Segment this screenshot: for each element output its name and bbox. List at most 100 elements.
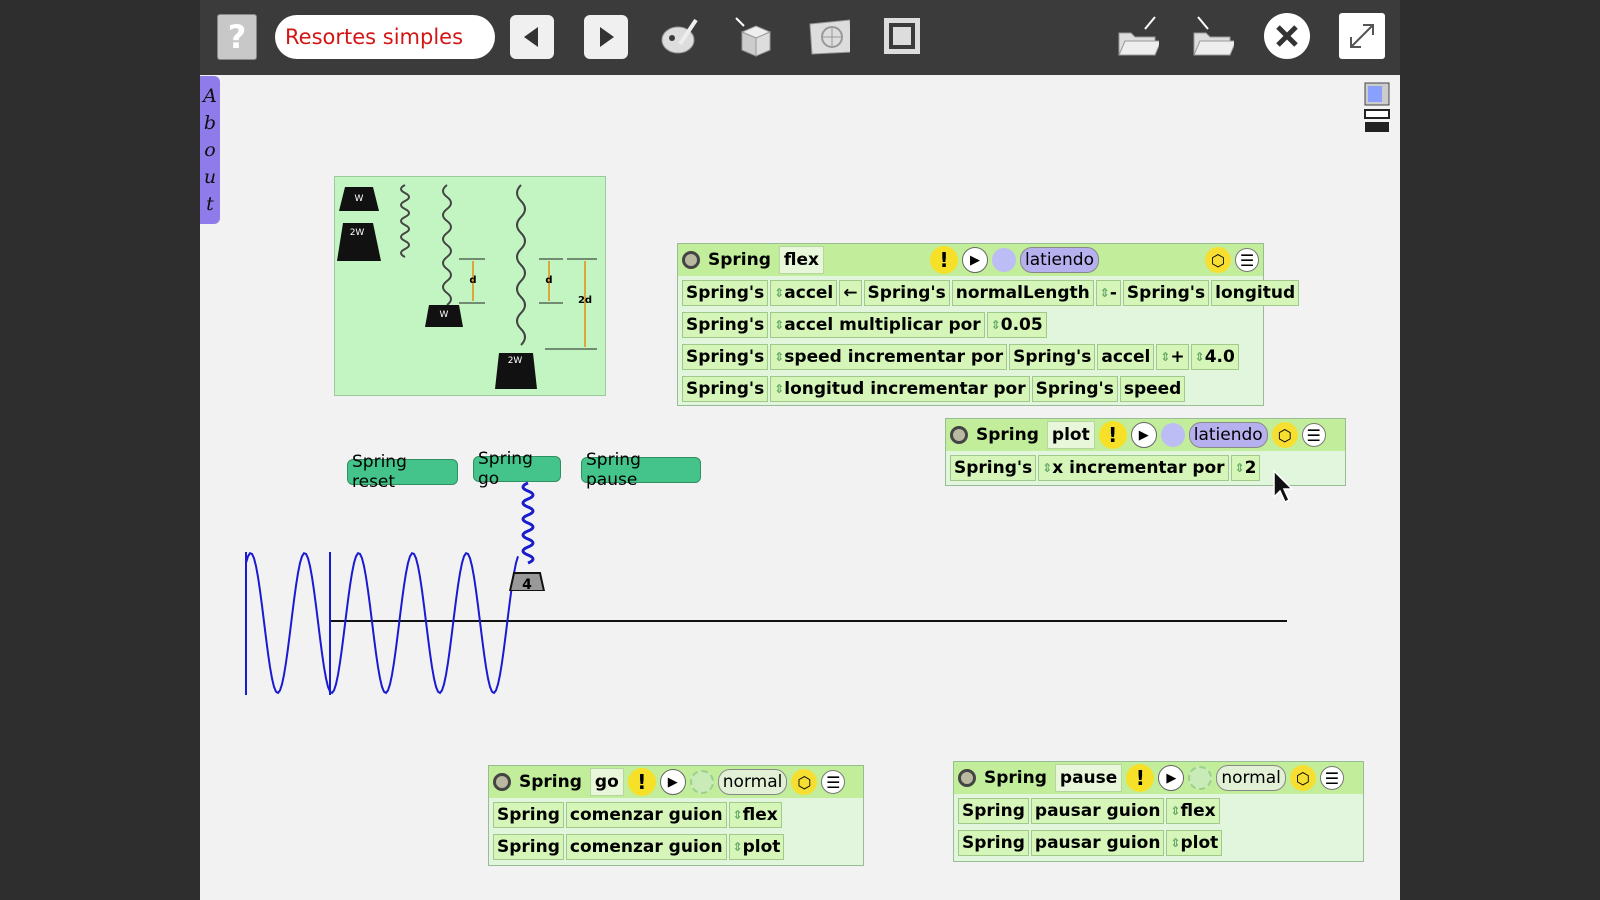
- back-button[interactable]: [510, 15, 554, 59]
- fullscreen-button[interactable]: [880, 14, 924, 58]
- step-icon[interactable]: ▶: [962, 247, 989, 273]
- step-icon[interactable]: ▶: [659, 769, 686, 795]
- tile-object[interactable]: Spring's: [682, 280, 769, 306]
- script-name-field[interactable]: plot: [1046, 421, 1095, 449]
- ticking-status[interactable]: latiendo: [1020, 247, 1099, 273]
- script-plot-header: Spring plot ! ▶ latiendo ⬡ ☰: [946, 419, 1345, 451]
- ticking-status[interactable]: normal: [1216, 765, 1286, 791]
- collapse-circle-icon[interactable]: [682, 251, 700, 269]
- label-2d: 2d: [578, 295, 592, 306]
- tile-object[interactable]: Spring's: [1031, 376, 1118, 402]
- paint-button[interactable]: [658, 14, 702, 58]
- project-title-field[interactable]: Resortes simples: [275, 15, 495, 59]
- clock-icon[interactable]: [1160, 423, 1185, 447]
- spring-weight[interactable]: [508, 572, 546, 591]
- tile-pause-script[interactable]: pausar guion: [1030, 830, 1165, 856]
- pause-row-2: Spring pausar guion ⇕plot: [954, 828, 1363, 858]
- tile-minus[interactable]: ⇕-: [1095, 280, 1121, 306]
- tile-script-choice[interactable]: ⇕flex: [1166, 798, 1220, 824]
- package-icon[interactable]: ⬡: [1271, 422, 1298, 448]
- tile-object[interactable]: Spring's: [682, 376, 769, 402]
- tile-script-choice[interactable]: ⇕flex: [728, 802, 782, 828]
- collapse-circle-icon[interactable]: [493, 773, 511, 791]
- tile-object[interactable]: Spring: [958, 798, 1029, 824]
- clock-icon[interactable]: [1188, 766, 1213, 790]
- collapse-circle-icon[interactable]: [958, 769, 976, 787]
- ticking-status[interactable]: normal: [717, 769, 788, 795]
- script-pause[interactable]: Spring pause ! ▶ normal ⬡ ☰ Spring pausa…: [953, 761, 1364, 862]
- script-name-field[interactable]: flex: [778, 246, 825, 274]
- ticking-status[interactable]: latiendo: [1188, 422, 1268, 448]
- open-folder-icon: [1118, 16, 1159, 56]
- tile-number[interactable]: ⇕0.05: [986, 312, 1047, 338]
- tile-start-script[interactable]: comenzar guion: [565, 834, 727, 860]
- tile-object[interactable]: Spring: [493, 802, 564, 828]
- expand-button[interactable]: [1339, 13, 1385, 59]
- menu-icon[interactable]: ☰: [1301, 423, 1326, 447]
- run-once-icon[interactable]: !: [1126, 764, 1155, 792]
- tile-assign-op[interactable]: ←: [839, 280, 862, 306]
- tile-start-script[interactable]: comenzar guion: [565, 802, 727, 828]
- script-go[interactable]: Spring go ! ▶ normal ⬡ ☰ Spring comenzar…: [488, 765, 864, 866]
- tile-pause-script[interactable]: pausar guion: [1030, 798, 1165, 824]
- tile-longitud-increase[interactable]: ⇕longitud incrementar por: [770, 376, 1030, 402]
- tile-number[interactable]: ⇕4.0: [1190, 344, 1239, 370]
- tile-number[interactable]: ⇕2: [1230, 455, 1261, 481]
- toolbar: ? Resortes simples: [200, 0, 1400, 75]
- open-button[interactable]: [1115, 14, 1159, 58]
- world-canvas[interactable]: W 2W W 2W d d 2d Sprin: [200, 75, 1400, 900]
- spring-object[interactable]: 4: [508, 481, 548, 591]
- clock-icon[interactable]: [689, 770, 714, 794]
- flex-row-4: Spring's ⇕longitud incrementar por Sprin…: [678, 374, 1263, 404]
- tile-accel[interactable]: ⇕accel: [770, 280, 838, 306]
- tile-object[interactable]: Spring's: [1122, 280, 1210, 306]
- tile-speed[interactable]: speed: [1119, 376, 1186, 402]
- package-icon[interactable]: ⬡: [1289, 765, 1316, 791]
- tile-object[interactable]: Spring's: [863, 280, 950, 306]
- world-button[interactable]: [806, 14, 850, 58]
- script-flex[interactable]: Spring flex ! ▶ latiendo ⬡ ☰ Spring's ⇕a…: [677, 243, 1300, 406]
- package-icon[interactable]: ⬡: [1205, 247, 1232, 273]
- tile-object[interactable]: Spring: [958, 830, 1029, 856]
- new-object-button[interactable]: [732, 14, 776, 58]
- tile-accel-multiply[interactable]: ⇕accel multiplicar por: [770, 312, 985, 338]
- forward-button[interactable]: [584, 15, 628, 59]
- run-once-icon[interactable]: !: [627, 768, 656, 796]
- step-icon[interactable]: ▶: [1130, 422, 1157, 448]
- tile-object[interactable]: Spring: [493, 834, 564, 860]
- tile-object[interactable]: Spring's: [1009, 344, 1096, 370]
- tile-script-choice[interactable]: ⇕plot: [1166, 830, 1223, 856]
- spring-coil: [521, 481, 535, 565]
- spring-pause-button[interactable]: Spring pause: [581, 450, 701, 490]
- about-tab[interactable]: A b o u t: [200, 76, 220, 224]
- spring-reset-button[interactable]: Spring reset: [347, 452, 458, 492]
- tile-longitud[interactable]: longitud: [1211, 280, 1300, 306]
- help-button[interactable]: ?: [217, 14, 257, 60]
- package-icon[interactable]: ⬡: [791, 769, 818, 795]
- run-once-icon[interactable]: !: [1098, 421, 1127, 449]
- save-button[interactable]: [1190, 14, 1234, 58]
- tile-x-increase[interactable]: ⇕x incrementar por: [1038, 455, 1229, 481]
- menu-icon[interactable]: ☰: [1319, 766, 1344, 790]
- tile-object[interactable]: Spring's: [950, 455, 1037, 481]
- script-plot[interactable]: Spring plot ! ▶ latiendo ⬡ ☰ Spring's ⇕x…: [945, 418, 1346, 486]
- script-name-field[interactable]: pause: [1054, 764, 1123, 792]
- script-name-field[interactable]: go: [589, 768, 624, 796]
- tile-script-choice[interactable]: ⇕plot: [728, 834, 785, 860]
- run-once-icon[interactable]: !: [930, 246, 959, 274]
- mini-navigator[interactable]: [1364, 82, 1390, 134]
- tile-object[interactable]: Spring's: [682, 344, 769, 370]
- tile-object[interactable]: Spring's: [682, 312, 769, 338]
- tile-accel[interactable]: accel: [1097, 344, 1155, 370]
- spring-1: [400, 184, 410, 258]
- menu-icon[interactable]: ☰: [821, 770, 846, 794]
- tile-normal-length[interactable]: normalLength: [951, 280, 1094, 306]
- menu-icon[interactable]: ☰: [1235, 248, 1260, 272]
- clock-icon[interactable]: [992, 248, 1017, 272]
- tile-speed-increase[interactable]: ⇕speed incrementar por: [770, 344, 1008, 370]
- collapse-circle-icon[interactable]: [950, 426, 968, 444]
- spring-go-button[interactable]: Spring go: [473, 449, 561, 489]
- close-button[interactable]: [1264, 13, 1310, 59]
- step-icon[interactable]: ▶: [1158, 765, 1185, 791]
- tile-plus[interactable]: ⇕+: [1156, 344, 1189, 370]
